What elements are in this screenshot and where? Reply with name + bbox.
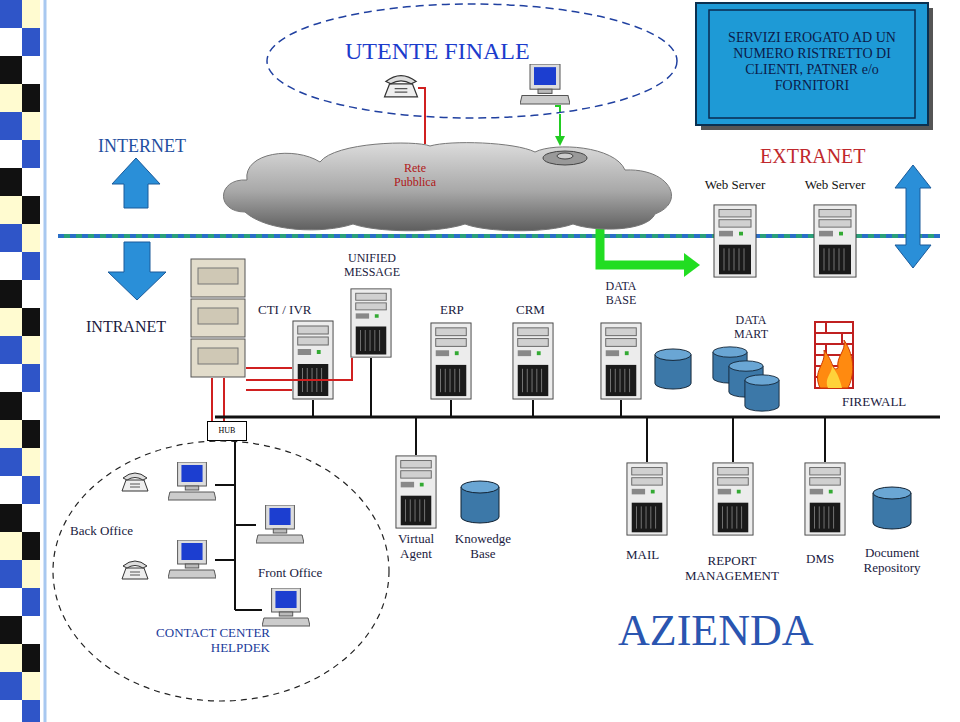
- zone-title: CONTACT CENTER HELPDEK: [110, 626, 270, 656]
- dashed-circle: [52, 440, 390, 702]
- company-title: AZIENDA: [618, 606, 814, 657]
- zone-label: INTERNET: [98, 136, 186, 157]
- server-name: Web Server: [800, 178, 870, 193]
- server-label: DMS: [806, 552, 834, 567]
- area-label: Back Office: [70, 524, 133, 539]
- server-label: MAIL: [626, 548, 659, 563]
- web-server: Web Server: [700, 178, 770, 278]
- zone-title: UTENTE FINALE: [345, 38, 530, 66]
- server-icon: [700, 178, 770, 278]
- hub-label: HUB: [207, 426, 247, 435]
- user-zone-ellipse: UTENTE FINALE: [265, 2, 680, 120]
- database-label: Knowedge Base: [448, 532, 518, 562]
- server-label: Virtual Agent: [388, 532, 444, 562]
- public-network-cloud: Rete Pubblica: [215, 140, 685, 232]
- server-label: CTI / IVR: [258, 303, 311, 318]
- zone-label: EXTRANET: [760, 145, 866, 168]
- server-label: ERP: [440, 303, 464, 318]
- area-label: Front Office: [258, 566, 322, 581]
- server-label: UNIFIED MESSAGE: [336, 252, 408, 280]
- firewall-label: FIREWALL: [842, 395, 906, 410]
- connector: [424, 116, 426, 144]
- cloud-shape: [215, 140, 685, 232]
- web-server: Web Server: [800, 178, 870, 278]
- connector: [559, 114, 561, 136]
- zone-label: INTRANET: [86, 318, 166, 336]
- server-icon: [800, 178, 870, 278]
- database-label: Document Repository: [850, 546, 934, 576]
- services-text: SERVIZI EROGATO AD UN NUMERO RISTRETTO D…: [715, 30, 909, 94]
- cloud-label: Rete Pubblica: [383, 162, 447, 190]
- server-label: DATA BASE: [594, 280, 648, 308]
- contact-center-zone: CONTACT CENTER HELPDEK: [52, 440, 390, 702]
- server-name: Web Server: [700, 178, 770, 193]
- server-label: REPORT MANAGEMENT: [676, 554, 788, 584]
- database-label: DATA MART: [724, 314, 778, 342]
- server-label: CRM: [516, 303, 545, 318]
- connector: [600, 224, 684, 265]
- services-box: SERVIZI EROGATO AD UN NUMERO RISTRETTO D…: [695, 2, 935, 132]
- hub-box: HUB: [207, 421, 247, 441]
